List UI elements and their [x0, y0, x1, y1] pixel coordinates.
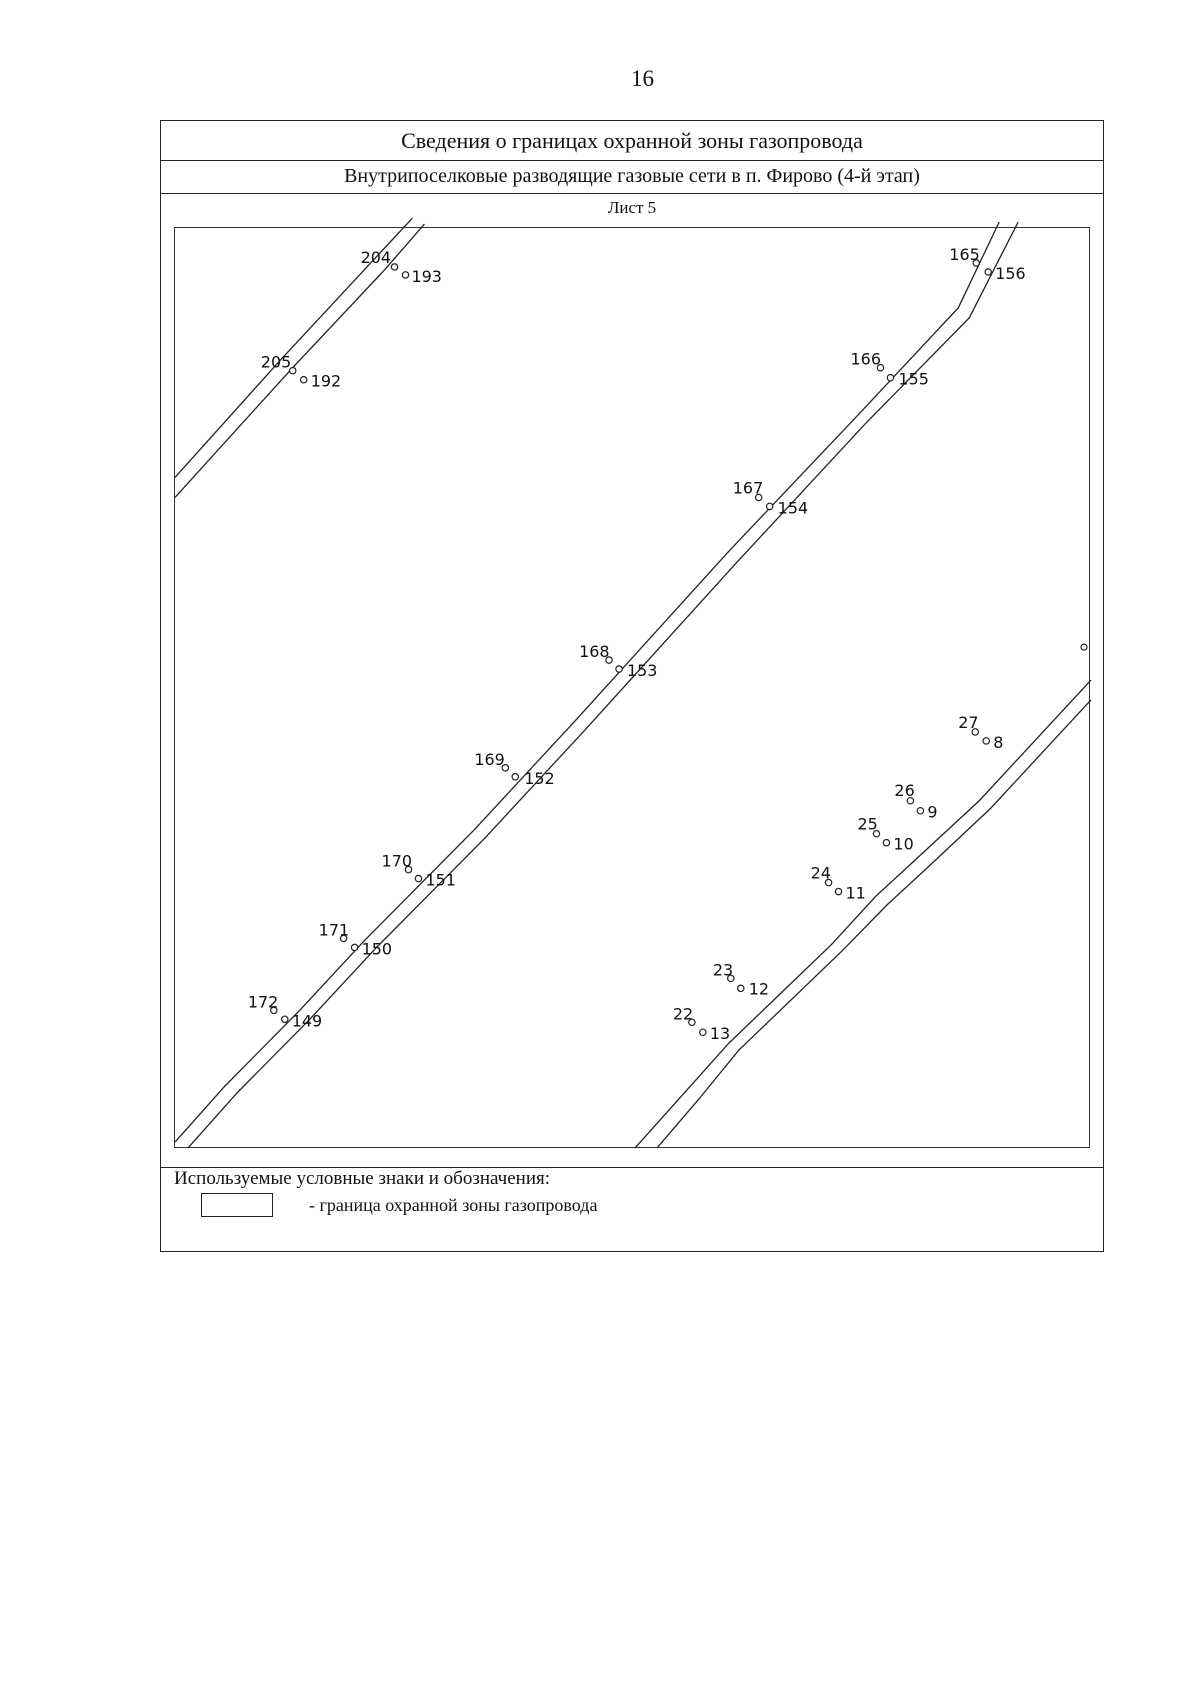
svg-text:153: 153: [627, 661, 657, 680]
svg-text:25: 25: [858, 815, 878, 834]
boundary-point-152: 152: [511, 769, 555, 788]
boundary-point-193: 193: [401, 267, 442, 286]
boundary-point-172: 172: [248, 992, 278, 1015]
legend-item-text: - граница охранной зоны газопровода: [309, 1195, 598, 1215]
svg-text:23: 23: [713, 960, 733, 979]
svg-text:205: 205: [261, 353, 291, 372]
boundary-point-24: 24: [811, 864, 833, 887]
boundary-point-149: 149: [280, 1011, 322, 1030]
svg-text:168: 168: [579, 642, 609, 661]
boundary-point-205: 205: [261, 353, 297, 375]
legend-boundary-symbol: [201, 1193, 273, 1217]
boundary-point-27: 27: [958, 713, 980, 736]
boundary-point-151: 151: [414, 871, 456, 890]
boundary-point-23: 23: [713, 960, 735, 983]
svg-text:149: 149: [292, 1011, 322, 1030]
svg-text:9: 9: [927, 803, 937, 822]
boundary-point-12: 12: [736, 979, 769, 998]
boundary-point-192: 192: [299, 372, 341, 391]
boundary-point-8: 8: [982, 733, 1003, 752]
svg-text:150: 150: [362, 939, 392, 958]
svg-text:26: 26: [894, 781, 914, 800]
svg-text:166: 166: [851, 350, 881, 369]
boundary-point-156: 156: [984, 264, 1026, 283]
legend-divider: [161, 1167, 1103, 1168]
boundary-point-13: 13: [699, 1024, 730, 1043]
boundary-point-154: 154: [765, 498, 808, 517]
svg-text:152: 152: [524, 769, 554, 788]
boundary-point-204: 204: [361, 248, 399, 271]
boundary-point-167: 167: [733, 478, 763, 502]
boundary-point-168: 168: [579, 642, 613, 664]
legend-title: Используемые условные знаки и обозначени…: [174, 1168, 551, 1189]
pipeline-a-right-boundary: [174, 223, 425, 498]
svg-text:155: 155: [898, 370, 928, 389]
boundary-point-150: 150: [350, 939, 392, 958]
svg-text:154: 154: [778, 498, 808, 517]
svg-text:27: 27: [958, 713, 978, 732]
svg-text:204: 204: [361, 248, 391, 267]
page-number: 16: [631, 66, 654, 91]
svg-text:24: 24: [811, 864, 831, 883]
pipeline-c-left-boundary: [634, 679, 1092, 1149]
svg-text:8: 8: [993, 733, 1003, 752]
boundary-point-153: 153: [615, 661, 657, 680]
svg-text:11: 11: [846, 884, 866, 903]
svg-text:12: 12: [749, 979, 769, 998]
boundary-point-9: 9: [916, 803, 938, 822]
boundary-point-166: 166: [851, 350, 885, 372]
svg-text:169: 169: [474, 750, 504, 769]
svg-text:172: 172: [248, 992, 278, 1011]
boundary-point-22: 22: [673, 1004, 696, 1027]
boundary-point-155: 155: [886, 370, 929, 389]
boundary-point-25: 25: [858, 815, 881, 838]
boundary-map-svg: 204 193 205 192 165 156: [174, 217, 1092, 1149]
svg-text:170: 170: [382, 852, 412, 871]
boundary-point-171: 171: [319, 920, 349, 943]
boundary-point-169: 169: [474, 750, 510, 772]
sheet-title: Сведения о границах охранной зоны газопр…: [161, 121, 1103, 161]
svg-text:167: 167: [733, 478, 763, 497]
info-sheet: Сведения о границах охранной зоны газопр…: [160, 120, 1104, 1252]
svg-text:193: 193: [411, 267, 441, 286]
svg-text:165: 165: [949, 245, 979, 264]
pipeline-a-left-boundary: [174, 217, 413, 478]
svg-text:13: 13: [710, 1024, 730, 1043]
boundary-point-170: 170: [382, 852, 413, 874]
boundary-point-edge: [1080, 643, 1088, 651]
svg-text:156: 156: [995, 264, 1025, 283]
svg-text:151: 151: [425, 871, 455, 890]
boundary-point-165: 165: [949, 245, 981, 267]
boundary-map: 204 193 205 192 165 156: [174, 217, 1092, 1149]
boundary-point-26: 26: [894, 781, 915, 805]
boundary-point-11: 11: [834, 884, 866, 903]
pipeline-b-left-boundary: [174, 221, 1000, 1143]
boundary-point-10: 10: [882, 835, 914, 854]
svg-text:10: 10: [893, 835, 913, 854]
svg-text:22: 22: [673, 1004, 693, 1023]
svg-text:171: 171: [319, 920, 349, 939]
svg-text:192: 192: [311, 372, 341, 391]
pipeline-c-right-boundary: [656, 699, 1092, 1149]
sheet-number-label: Лист 5: [607, 198, 657, 217]
sheet-subtitle: Внутрипоселковые разводящие газовые сети…: [161, 160, 1103, 194]
pipeline-b-right-boundary: [187, 221, 1019, 1149]
